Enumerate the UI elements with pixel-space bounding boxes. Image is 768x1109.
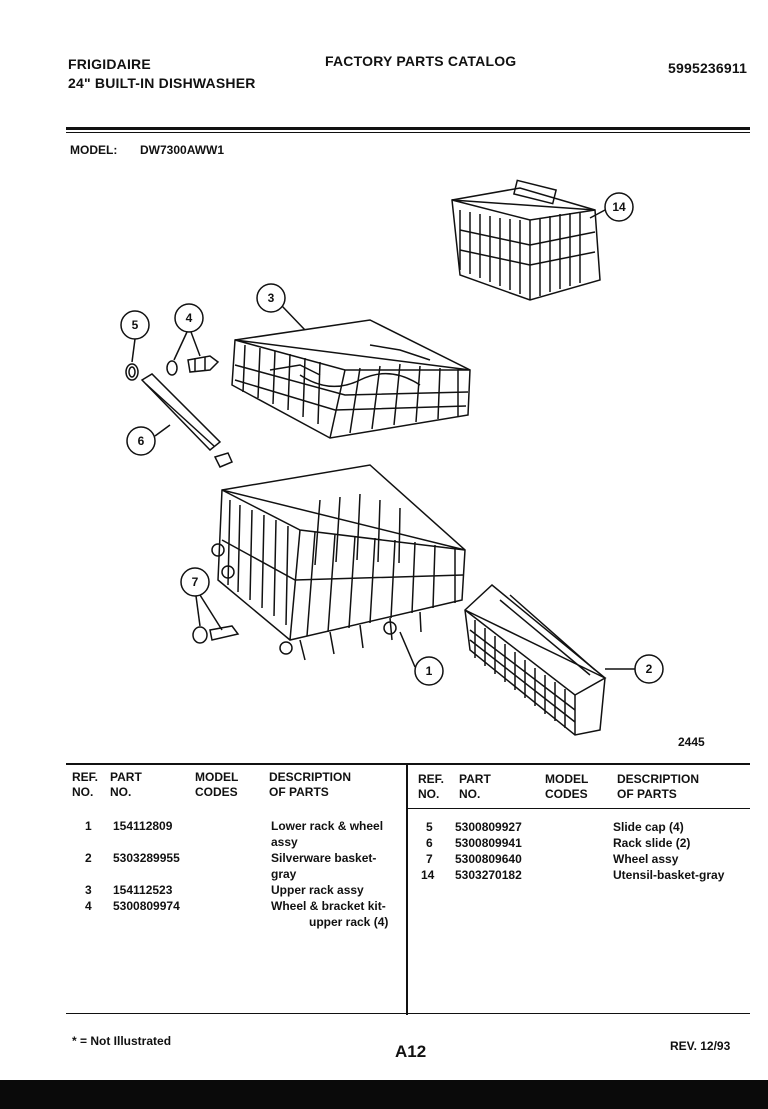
catalog-title: FACTORY PARTS CATALOG <box>325 53 517 69</box>
header-ref-no: REF. NO. <box>72 770 99 799</box>
brand-name: FRIGIDAIRE <box>68 56 151 72</box>
table-top-rule <box>66 763 750 765</box>
table-row-ref: 2 <box>85 851 92 865</box>
table-bottom-rule <box>66 1013 750 1014</box>
header-model-codes-right: MODEL CODES <box>545 772 589 801</box>
product-name: 24" BUILT-IN DISHWASHER <box>68 75 256 91</box>
table-row-desc-cont: gray <box>271 867 297 881</box>
table-row-desc: Rack slide (2) <box>613 836 691 850</box>
scan-edge-bar <box>0 1080 768 1109</box>
slide-cap-drawing <box>125 363 139 381</box>
table-row-desc-cont: assy <box>271 835 298 849</box>
table-row-ref: 1 <box>85 819 92 833</box>
callout-6: 6 <box>138 434 145 448</box>
callout-4: 4 <box>186 311 193 325</box>
table-row-desc: Silverware basket- <box>271 851 377 865</box>
table-row-ref: 3 <box>85 883 92 897</box>
table-row-desc-cont: upper rack (4) <box>309 915 389 929</box>
table-row-desc: Wheel & bracket kit- <box>271 899 386 913</box>
callout-3: 3 <box>268 291 275 305</box>
table-row-part: 5303270182 <box>455 868 522 882</box>
header-part-no-right: PART NO. <box>459 772 491 801</box>
table-row-ref: 14 <box>421 868 435 882</box>
header-ref-no-right: REF. NO. <box>418 772 445 801</box>
table-row-part: 154112523 <box>113 883 173 897</box>
model-value: DW7300AWW1 <box>140 143 225 157</box>
revision-date: REV. 12/93 <box>670 1039 731 1053</box>
table-row-ref: 4 <box>85 899 92 913</box>
header-model-codes: MODEL CODES <box>195 770 239 799</box>
page-number: A12 <box>395 1042 427 1061</box>
table-divider <box>406 765 408 1015</box>
rack-slide-drawing <box>140 373 233 468</box>
table-row-desc: Utensil-basket-gray <box>613 868 725 882</box>
model-label: MODEL: <box>70 143 118 157</box>
table-row-part: 5300809640 <box>455 852 522 866</box>
table-row-desc: Slide cap (4) <box>613 820 684 834</box>
callout-leaders <box>120 192 664 686</box>
header-rule <box>66 127 750 130</box>
header-part-no: PART NO. <box>110 770 142 799</box>
parts-diagram: 14 3 5 4 6 7 1 2 <box>120 179 664 736</box>
table-row-desc: Wheel assy <box>613 852 679 866</box>
callout-1: 1 <box>426 664 433 678</box>
upper-rack-drawing <box>231 319 471 439</box>
catalog-number: 5995236911 <box>668 60 748 76</box>
figure-number: 2445 <box>678 735 705 749</box>
wheel-bracket-drawing <box>166 355 220 376</box>
table-row-ref: 7 <box>426 852 433 866</box>
right-header-rule <box>408 808 750 809</box>
header-description: DESCRIPTION OF PARTS <box>269 770 352 799</box>
not-illustrated-note: * = Not Illustrated <box>72 1034 172 1048</box>
table-row-desc: Lower rack & wheel <box>271 819 384 833</box>
table-row-ref: 5 <box>426 820 433 834</box>
table-row-desc: Upper rack assy <box>271 883 364 897</box>
callout-7: 7 <box>192 575 199 589</box>
table-row-ref: 6 <box>426 836 433 850</box>
silverware-basket-drawing <box>464 584 607 736</box>
table-row-part: 154112809 <box>113 819 173 833</box>
lower-rack-drawing <box>211 464 466 661</box>
table-row-part: 5300809974 <box>113 899 180 913</box>
callout-5: 5 <box>132 318 139 332</box>
utensil-basket-drawing <box>451 179 601 301</box>
header-description-right: DESCRIPTION OF PARTS <box>617 772 700 801</box>
table-row-part: 5300809941 <box>455 836 522 850</box>
wheel-assy-drawing <box>192 625 240 644</box>
callout-14: 14 <box>612 200 626 214</box>
table-row-part: 5300809927 <box>455 820 522 834</box>
callout-2: 2 <box>646 662 653 676</box>
header-rule-thin <box>66 132 750 133</box>
table-row-part: 5303289955 <box>113 851 180 865</box>
